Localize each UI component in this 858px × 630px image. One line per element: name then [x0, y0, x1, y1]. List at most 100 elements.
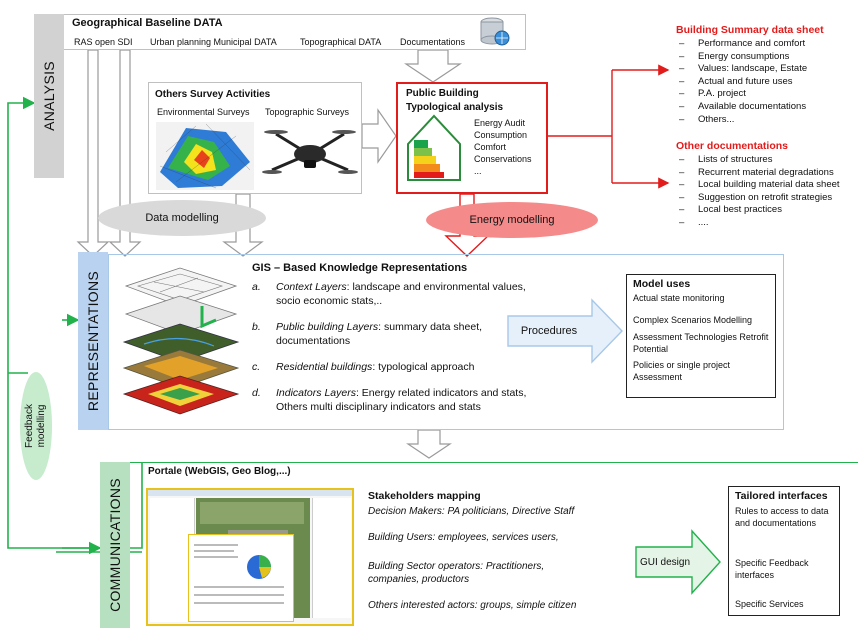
other-docs-item: Recurrent material degradations	[676, 167, 840, 180]
gis-item-b: b. Public building Layers: summary data …	[252, 320, 552, 348]
gui-arrow	[635, 529, 721, 595]
tab-representations: REPRESENTATIONS	[78, 252, 108, 430]
stakeholder-item: Building Sector operators: Practitioners…	[368, 560, 568, 586]
baseline-item-topo: Topographical DATA	[300, 37, 382, 47]
other-docs-item: ....	[676, 217, 840, 230]
model-uses-item: Policies or single project Assessment	[633, 360, 731, 382]
baseline-item-docs: Documentations	[400, 37, 466, 47]
stakeholder-item: Building Users: employees, services user…	[368, 532, 608, 543]
model-uses-item: Complex Scenarios Modelling	[633, 315, 753, 325]
summary-item: Performance and comfort	[676, 38, 807, 51]
data-modelling-ellipse: Data modelling	[98, 200, 266, 236]
feedback-ellipse: Feedback modelling	[20, 372, 52, 480]
tab-analysis-label: ANALYSIS	[41, 61, 57, 131]
gis-item-rest: : typological approach	[372, 361, 475, 373]
other-docs-item: Lists of structures	[676, 154, 840, 167]
baseline-box: Geographical Baseline DATA RAS open SDI …	[64, 14, 526, 50]
public-building-item: Consumption	[474, 130, 528, 140]
portale-title: Portale (WebGIS, Geo Blog,...)	[148, 466, 291, 477]
tab-representations-label: REPRESENTATIONS	[85, 270, 101, 412]
survey-box: Others Survey Activities Environmental S…	[148, 82, 362, 194]
tab-communications: COMMUNICATIONS	[100, 462, 130, 628]
summary-item: Energy consumptions	[676, 51, 807, 64]
tailored-interfaces-box: Tailored interfaces Rules to access to d…	[728, 486, 840, 616]
energy-modelling-ellipse: Energy modelling	[426, 202, 598, 238]
other-docs-title: Other documentations	[676, 140, 789, 152]
public-building-title-2: Typological analysis	[406, 102, 504, 113]
arrow-rep-to-comm	[406, 429, 452, 459]
gis-item-rest: : landscape and environmental values, so…	[276, 281, 526, 307]
gis-item-term: Context Layers	[276, 281, 347, 293]
gis-item-c: c. Residential buildings: typological ap…	[252, 360, 552, 374]
tailored-item: Rules to access to data and documentatio…	[735, 506, 829, 528]
representations-box	[108, 254, 784, 430]
arrow-survey-to-public	[361, 108, 397, 164]
webgis-screenshot	[146, 488, 354, 626]
pie-widget-icon	[247, 555, 271, 579]
stakeholder-term: Others interested actors	[368, 600, 475, 611]
summary-item: Available documentations	[676, 101, 807, 114]
gui-design-label: GUI design	[639, 556, 691, 568]
model-uses-title: Model uses	[633, 278, 691, 290]
summary-item: P.A. project	[676, 88, 807, 101]
stakeholders-title: Stakeholders mapping	[368, 490, 481, 502]
tailored-item: Specific Services	[735, 599, 804, 609]
baseline-item-ras: RAS open SDI	[74, 37, 133, 47]
data-modelling-label: Data modelling	[145, 212, 219, 224]
summary-item: Actual and future uses	[676, 76, 807, 89]
arrow-baseline-to-public	[404, 49, 462, 83]
stakeholder-item: Decision Makers: PA politicians, Directi…	[368, 506, 608, 517]
model-uses-item: Assessment Technologies Retrofit Potenti…	[633, 332, 769, 354]
baseline-item-urban: Urban planning Municipal DATA	[150, 37, 277, 47]
summary-sheet-list: Performance and comfort Energy consumpti…	[676, 38, 807, 126]
stakeholder-rest: : Practitioners, companies, productors	[368, 561, 545, 585]
gis-item-rest: : summary data sheet, documentations	[276, 321, 483, 347]
procedures-ellipse: Procedures	[506, 316, 592, 346]
communications-box	[130, 462, 858, 628]
gis-item-letter: b.	[252, 321, 261, 333]
stakeholder-rest: : groups, simple citizen	[474, 600, 577, 611]
energy-modelling-label: Energy modelling	[469, 214, 555, 226]
tailored-item: Specific Feedback interfaces	[735, 558, 809, 580]
gis-item-term: Residential buildings	[276, 361, 373, 373]
red-connector	[548, 70, 613, 183]
arrow-urban-down	[108, 49, 142, 257]
energy-house-icon	[407, 114, 461, 181]
gis-title: GIS – Based Knowledge Representations	[252, 262, 468, 274]
tab-communications-label: COMMUNICATIONS	[107, 478, 124, 612]
procedures-arrow	[507, 298, 623, 364]
stakeholder-item: Others interested actors: groups, simple…	[368, 600, 628, 611]
gis-item-term: Indicators Layers	[276, 387, 356, 399]
other-docs-item: Local building material data sheet	[676, 179, 840, 192]
model-uses-item: Actual state monitoring	[633, 293, 725, 303]
gis-item-a: a. Context Layers: landscape and environ…	[252, 280, 552, 308]
gis-item-d: d. Indicators Layers: Energy related ind…	[252, 386, 552, 414]
stakeholder-term: Decision Makers	[368, 506, 442, 517]
gis-item-letter: a.	[252, 281, 261, 293]
procedures-label: Procedures	[520, 325, 578, 337]
summary-item: Values: landscape, Estate	[676, 63, 807, 76]
feedback-label: Feedback modelling	[24, 404, 48, 448]
model-uses-box: Model uses Actual state monitoring Compl…	[626, 274, 776, 398]
survey-env-label: Environmental Surveys	[157, 107, 250, 117]
summary-item: Others...	[676, 114, 807, 127]
tailored-title: Tailored interfaces	[735, 490, 828, 502]
gui-design-ellipse: GUI design	[636, 547, 694, 577]
baseline-title: Geographical Baseline DATA	[72, 17, 223, 29]
public-building-title-1: Public Building	[406, 88, 479, 99]
drone-icon	[262, 130, 358, 174]
tab-analysis: ANALYSIS	[34, 14, 64, 178]
arrow-ras-down	[76, 49, 110, 257]
public-building-item: Conservations	[474, 154, 532, 164]
public-building-item: Energy Audit	[474, 118, 526, 128]
public-building-item: Comfort	[474, 142, 507, 152]
stakeholder-rest: : employees, services users,	[432, 532, 559, 543]
survey-topo-label: Topographic Surveys	[265, 107, 350, 117]
database-icon	[480, 17, 510, 46]
survey-title: Others Survey Activities	[155, 89, 271, 100]
public-building-item: ...	[474, 166, 482, 176]
summary-sheet-title: Building Summary data sheet	[676, 24, 824, 36]
public-building-box: Public Building Typological analysis Ene…	[396, 82, 548, 194]
gis-item-letter: d.	[252, 387, 261, 399]
